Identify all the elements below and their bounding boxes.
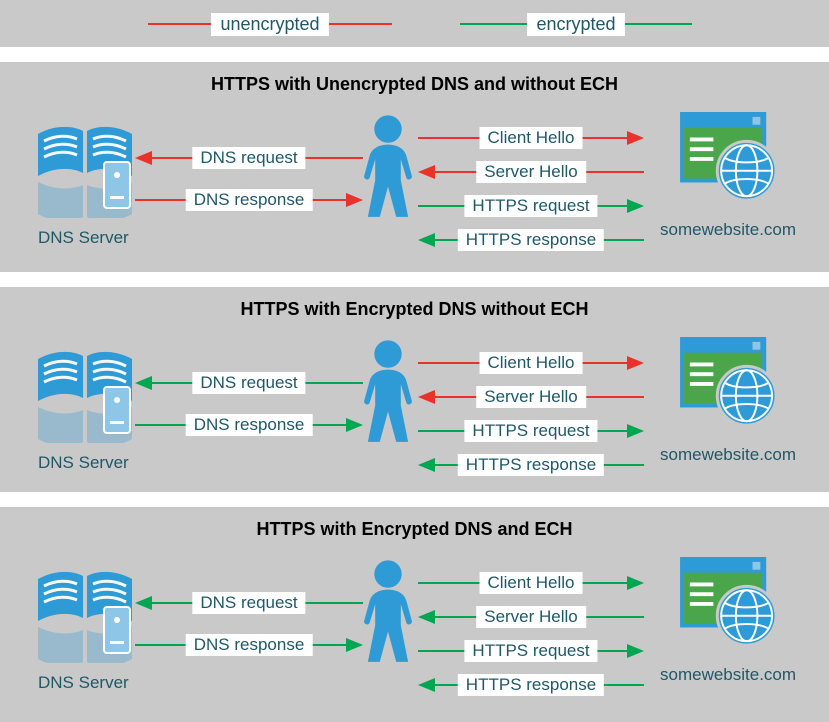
client-hello-label: Client Hello [479, 352, 583, 374]
dns-request-label: DNS request [192, 592, 306, 614]
dns-response-label: DNS response [185, 189, 313, 211]
arrowhead-left [418, 165, 435, 179]
arrowhead-left [418, 458, 435, 472]
server-hello-arrow: Server Hello [418, 161, 644, 183]
dns-response-arrow: DNS response [135, 634, 363, 656]
dns-server-label: DNS Server [38, 673, 129, 692]
unencrypted-line [328, 23, 393, 25]
server-hello-label: Server Hello [476, 386, 586, 408]
dns-request-arrow: DNS request [135, 592, 363, 614]
server-hello-arrow: Server Hello [418, 606, 644, 628]
user-icon [356, 337, 420, 447]
panel-unencrypted-dns-no-ech: HTTPS with Unencrypted DNS and without E… [0, 62, 829, 272]
https-response-arrow: HTTPS response [418, 454, 644, 476]
https-response-label: HTTPS response [457, 229, 605, 251]
website-icon [680, 112, 780, 204]
arrowhead-right [627, 131, 644, 145]
dns-server-label: DNS Server [38, 228, 129, 247]
legend-unencrypted: unencrypted [148, 10, 393, 38]
client-hello-arrow: Client Hello [418, 352, 644, 374]
arrowhead-right [627, 199, 644, 213]
arrowhead-right [627, 424, 644, 438]
client-hello-label: Client Hello [479, 127, 583, 149]
https-response-arrow: HTTPS response [418, 229, 644, 251]
encrypted-label: encrypted [527, 12, 625, 36]
https-response-label: HTTPS response [457, 674, 605, 696]
server-hello-label: Server Hello [476, 606, 586, 628]
arrowhead-right [346, 638, 363, 652]
dns-response-arrow: DNS response [135, 414, 363, 436]
server-hello-label: Server Hello [476, 161, 586, 183]
panel-title: HTTPS with Unencrypted DNS and without E… [210, 74, 618, 94]
dns-request-arrow: DNS request [135, 372, 363, 394]
legend-encrypted: encrypted [460, 10, 692, 38]
legend-bar: unencrypted encrypted [0, 0, 829, 47]
arrowhead-left [418, 390, 435, 404]
arrowhead-left [135, 151, 152, 165]
https-request-arrow: HTTPS request [418, 420, 644, 442]
dns-server-icon [30, 563, 140, 667]
https-request-label: HTTPS request [464, 420, 598, 442]
arrowhead-left [418, 610, 435, 624]
encrypted-line [460, 23, 528, 25]
dns-server-icon [30, 118, 140, 222]
website-label: somewebsite.com [660, 220, 797, 239]
unencrypted-line [148, 23, 212, 25]
website-icon [680, 337, 780, 429]
arrowhead-left [135, 596, 152, 610]
dns-request-label: DNS request [192, 147, 306, 169]
arrowhead-left [418, 678, 435, 692]
https-request-arrow: HTTPS request [418, 640, 644, 662]
https-request-label: HTTPS request [464, 640, 598, 662]
arrowhead-right [627, 644, 644, 658]
dns-request-label: DNS request [192, 372, 306, 394]
user-icon [356, 112, 420, 222]
dns-server-label: DNS Server [38, 453, 129, 472]
website-label: somewebsite.com [660, 665, 797, 684]
user-icon [356, 557, 420, 667]
client-hello-arrow: Client Hello [418, 572, 644, 594]
server-hello-arrow: Server Hello [418, 386, 644, 408]
https-response-label: HTTPS response [457, 454, 605, 476]
https-request-label: HTTPS request [464, 195, 598, 217]
website-label: somewebsite.com [660, 445, 797, 464]
arrowhead-left [135, 376, 152, 390]
https-request-arrow: HTTPS request [418, 195, 644, 217]
dns-response-label: DNS response [185, 634, 313, 656]
client-hello-label: Client Hello [479, 572, 583, 594]
dns-response-label: DNS response [185, 414, 313, 436]
unencrypted-label: unencrypted [211, 12, 329, 36]
dns-server-icon [30, 343, 140, 447]
https-response-arrow: HTTPS response [418, 674, 644, 696]
dns-response-arrow: DNS response [135, 189, 363, 211]
website-icon [680, 557, 780, 649]
panel-encrypted-dns-no-ech: HTTPS with Encrypted DNS without ECH [0, 287, 829, 492]
arrowhead-right [346, 418, 363, 432]
panel-encrypted-dns-and-ech: HTTPS with Encrypted DNS and ECH [0, 507, 829, 722]
arrowhead-right [346, 193, 363, 207]
client-hello-arrow: Client Hello [418, 127, 644, 149]
arrowhead-left [418, 233, 435, 247]
panel-title: HTTPS with Encrypted DNS without ECH [240, 299, 589, 319]
panel-title: HTTPS with Encrypted DNS and ECH [256, 519, 573, 539]
arrowhead-right [627, 576, 644, 590]
encrypted-line [624, 23, 692, 25]
dns-request-arrow: DNS request [135, 147, 363, 169]
arrowhead-right [627, 356, 644, 370]
